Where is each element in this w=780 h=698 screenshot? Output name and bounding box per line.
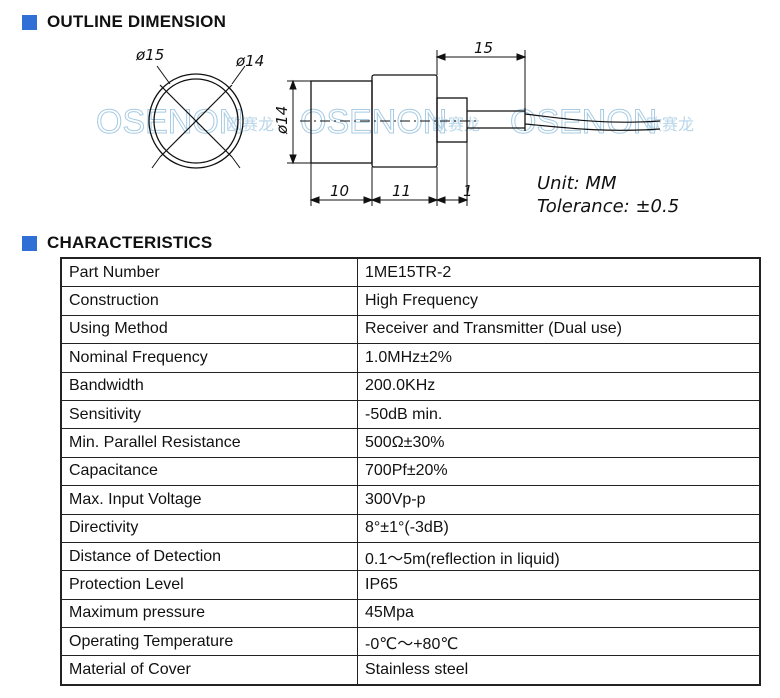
spec-value: 500Ω±30%: [357, 428, 761, 458]
spec-value: High Frequency: [357, 286, 761, 316]
spec-key: Protection Level: [60, 570, 358, 600]
table-row: Operating Temperature-0℃～+80℃: [60, 627, 761, 657]
dim-1: 1: [463, 182, 473, 200]
dim-side-diameter: ø14: [273, 106, 291, 135]
dim-bottom: [309, 142, 469, 206]
spec-key: Min. Parallel Resistance: [60, 428, 358, 458]
spec-key: Distance of Detection: [60, 541, 358, 572]
spec-key: Bandwidth: [60, 371, 358, 401]
spec-key: Using Method: [60, 314, 358, 345]
side-view: [300, 74, 661, 168]
characteristics-section-header: CHARACTERISTICS: [22, 233, 212, 253]
unit-note: Unit: MM: [537, 173, 617, 194]
spec-key: Construction: [60, 286, 358, 316]
characteristics-title: CHARACTERISTICS: [47, 233, 213, 252]
section-bullet-icon: [22, 14, 37, 30]
spec-value: 1.0MHz±2%: [357, 343, 761, 373]
spec-value: Receiver and Transmitter (Dual use): [357, 314, 761, 345]
dim-side-height: [287, 79, 311, 165]
table-row: Sensitivity-50dB min.: [60, 399, 761, 430]
spec-value: 45Mpa: [357, 598, 761, 629]
watermark-cn: 欧赛龙: [646, 115, 694, 134]
outline-title: OUTLINE DIMENSION: [47, 12, 227, 31]
dim-10: 10: [330, 182, 349, 200]
spec-value: 0.1～5m(reflection in liquid): [357, 541, 761, 572]
spec-value: Stainless steel: [357, 655, 761, 686]
spec-value: 200.0KHz: [357, 371, 761, 401]
outline-section-header: OUTLINE DIMENSION: [22, 12, 226, 32]
spec-value: IP65: [357, 570, 761, 600]
watermark: OSENON: [300, 103, 447, 141]
dim-15: 15: [474, 39, 493, 57]
spec-key: Max. Input Voltage: [60, 485, 358, 515]
watermark: OSENON: [96, 103, 243, 141]
spec-key: Operating Temperature: [60, 627, 358, 657]
watermark-cn: 欧赛龙: [432, 115, 480, 134]
spec-key: Nominal Frequency: [60, 343, 358, 373]
dim-11: 11: [392, 182, 411, 200]
spec-key: Maximum pressure: [60, 598, 358, 629]
spec-value: 700Pf±20%: [357, 456, 761, 487]
front-view: [148, 65, 246, 169]
spec-value: -0℃～+80℃: [357, 627, 761, 657]
spec-key: Sensitivity: [60, 399, 358, 430]
spec-value: 8°±1°(-3dB): [357, 513, 761, 543]
spec-value: 1ME15TR-2: [357, 257, 761, 288]
spec-key: Directivity: [60, 513, 358, 543]
watermark-cn: 欧赛龙: [226, 115, 274, 134]
tolerance-note: Tolerance: ±0.5: [537, 196, 679, 217]
spec-key: Part Number: [60, 257, 358, 288]
spec-value: -50dB min.: [357, 399, 761, 430]
spec-key: Capacitance: [60, 456, 358, 487]
spec-value: 300Vp-p: [357, 485, 761, 515]
section-bullet-icon: [22, 235, 37, 251]
dim-cable-length: [435, 50, 527, 108]
dim-inner-diameter: ø14: [235, 52, 264, 70]
spec-key: Material of Cover: [60, 655, 358, 686]
dim-outer-diameter: ø15: [135, 46, 164, 64]
outline-drawing: OSENON 欧赛龙 OSENON 欧赛龙 OSENON 欧赛龙 ø15 ø14: [96, 39, 695, 217]
